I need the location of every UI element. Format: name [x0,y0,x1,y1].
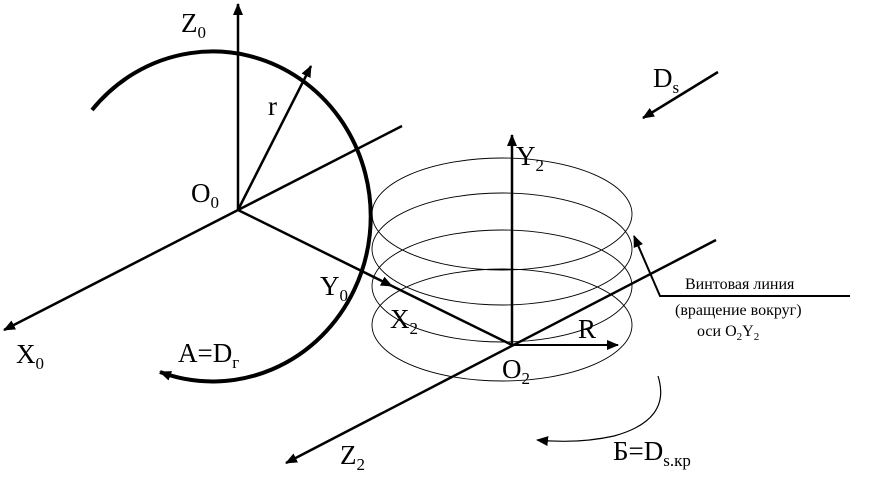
helix-leader-line [633,235,850,297]
y2-label: Y2 [516,141,544,175]
z2-label: Z2 [340,440,365,474]
helix-note-line1: Винтовая линия [685,276,795,293]
b-dskr-label: Б=Ds.кр [613,436,691,470]
a-dg-label: A=Dг [178,338,239,372]
helix-note-line3: оси O2Y2 [697,323,759,343]
z2-x2-axis [285,238,717,465]
rotation-a-arc [90,49,373,384]
feed-b-arc [536,375,662,447]
o0-label: O0 [191,178,219,212]
R-label: R [578,314,596,344]
z0-label: Z0 [181,8,206,42]
r-label: r [268,91,277,121]
y0-label: Y0 [320,271,348,305]
radius-r-arrow [236,65,313,211]
x2-label: X2 [390,304,418,338]
x0-axis [3,208,239,332]
y0-axis [237,208,393,288]
helix-note-line2: (вращение вокруг) [675,302,802,319]
o2-label: O2 [502,354,530,388]
helix [371,157,633,382]
y0-axis-back [237,124,403,212]
x0-label: X0 [16,339,44,373]
o0-o2-link [391,284,513,347]
feed-ds-arrow [642,70,719,120]
ds-label: Ds [653,63,679,97]
